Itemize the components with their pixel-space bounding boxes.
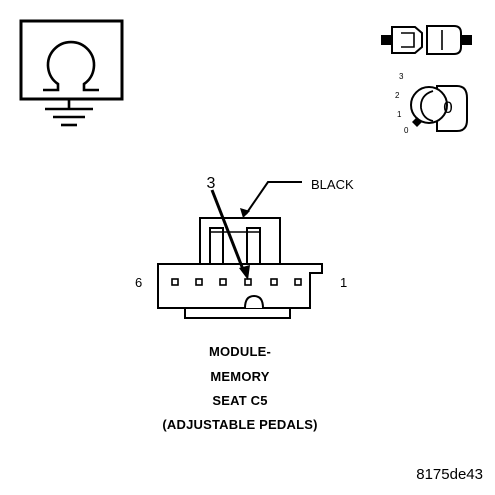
probe-pin-label: 3 — [207, 175, 216, 192]
figure-id: 8175de43 — [416, 466, 483, 483]
wire-color-leader — [240, 181, 302, 218]
caption-line-1: MODULE- — [208, 344, 272, 359]
pin-left-end-label: 6 — [135, 275, 142, 290]
cavity-5 — [195, 278, 203, 286]
connector-cavities — [171, 278, 302, 286]
caption-line-2: MEMORY — [210, 369, 270, 384]
caption-line-4: (ADJUSTABLE PEDALS) — [162, 417, 318, 432]
pin-right-end-label: 1 — [340, 275, 347, 290]
caption-line-3: SEAT C5 — [212, 393, 268, 408]
ignition-position-0: 0 — [404, 126, 409, 135]
cavity-4 — [219, 278, 227, 286]
cavity-2 — [270, 278, 278, 286]
ignition-position-labels: 3 2 1 0 — [395, 72, 409, 135]
connector-face — [157, 217, 323, 319]
ignition-position-2: 2 — [395, 91, 400, 100]
ignition-key-state: 0 — [443, 98, 452, 117]
ignition-position-1: 1 — [397, 110, 402, 119]
ohmmeter-icon — [19, 19, 124, 127]
cavity-1 — [294, 278, 302, 286]
ignition-position-3: 3 — [399, 72, 404, 81]
probe-pointer — [210, 189, 250, 280]
wire-color-label: BLACK — [311, 177, 354, 192]
connector-disconnect-icon — [381, 25, 472, 55]
cavity-6 — [171, 278, 179, 286]
ignition-key-icon — [410, 85, 468, 132]
